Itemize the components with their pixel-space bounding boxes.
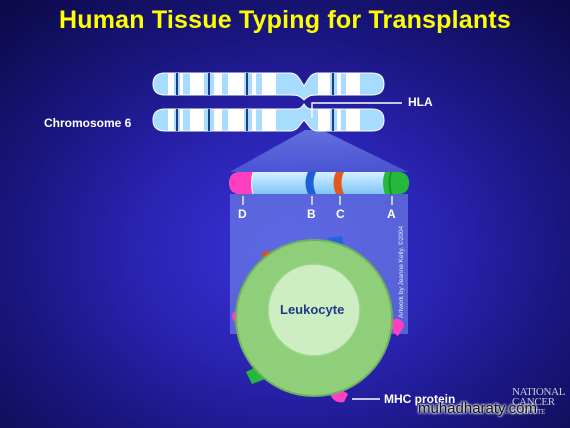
mhc-protein-label: MHC protein bbox=[384, 392, 456, 406]
nci-logo: NATIONAL CANCER INSTITUTE bbox=[512, 386, 566, 417]
logo-line-3: INSTITUTE bbox=[512, 408, 546, 416]
hla-pointer-line bbox=[311, 102, 402, 118]
hla-label: HLA bbox=[408, 95, 433, 109]
logo-line-1: NATIONAL bbox=[512, 386, 566, 398]
logo-line-2: CANCER bbox=[512, 396, 555, 408]
chromosome-dark-bands bbox=[176, 73, 334, 131]
mhc-protein-right bbox=[391, 318, 404, 336]
gene-tick-lines bbox=[242, 196, 393, 205]
hla-gene-region bbox=[229, 171, 409, 205]
chromosome-6 bbox=[152, 72, 385, 132]
cell-nucleus bbox=[267, 263, 361, 357]
gene-b-segment bbox=[305, 172, 316, 194]
gene-c-segment bbox=[333, 172, 344, 194]
slide-title: Human Tissue Typing for Transplants bbox=[59, 6, 511, 34]
chromosome-label: Chromosome 6 bbox=[44, 116, 132, 130]
gene-a-segment bbox=[383, 172, 409, 194]
gene-d-segment bbox=[229, 172, 253, 194]
hla-gene-bar bbox=[229, 172, 409, 194]
gene-a-label: A bbox=[387, 207, 396, 221]
leukocyte-label: Leukocyte bbox=[280, 302, 345, 317]
watermark: muhadharaty.com bbox=[418, 400, 537, 417]
zoom-projection bbox=[230, 130, 408, 172]
gene-c-label: C bbox=[336, 207, 345, 221]
chromosome-bands bbox=[168, 73, 360, 131]
artwork-credit: Artwork by Jeanne Kelly. ©2004 bbox=[398, 225, 405, 318]
gene-b-label: B bbox=[307, 207, 316, 221]
leukocyte-cell bbox=[235, 239, 393, 397]
gene-d-label: D bbox=[238, 207, 247, 221]
